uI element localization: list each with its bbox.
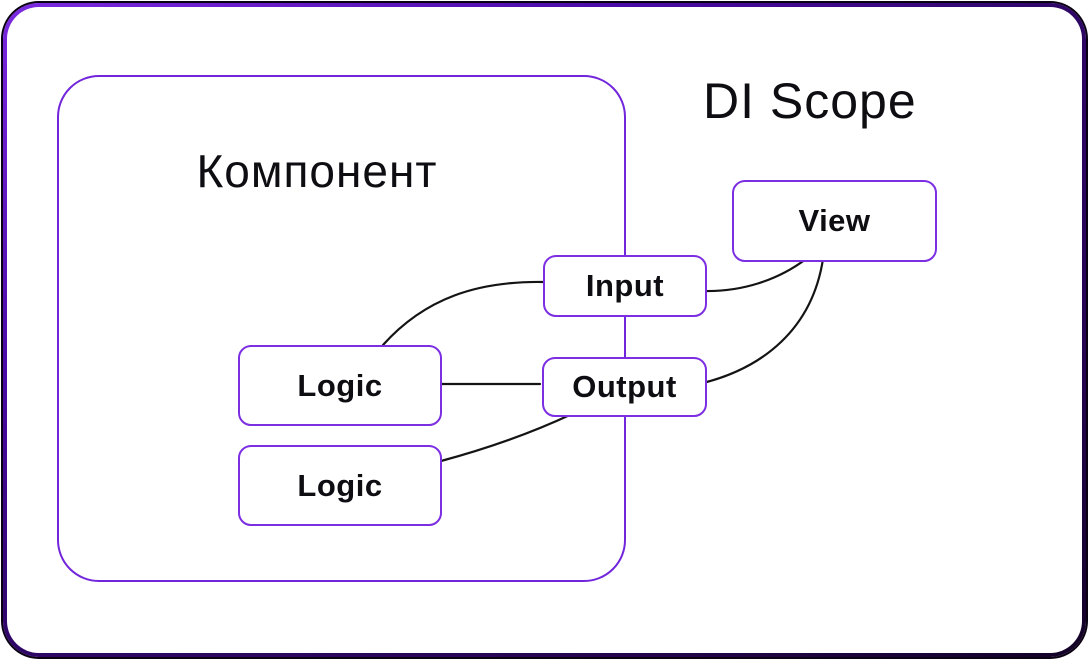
- node-logic-top-label: Logic: [297, 367, 383, 403]
- node-logic-bottom-label: Logic: [297, 467, 383, 503]
- outer-frame: [3, 3, 1086, 657]
- component-group-title: Компонент: [196, 145, 438, 197]
- edge-logic-top-to-input: [381, 280, 545, 347]
- edge-input-to-view: [701, 257, 808, 293]
- node-view-label: View: [798, 203, 871, 238]
- node-logic-top: Logic: [238, 345, 442, 426]
- edge-output-to-view: [701, 257, 825, 385]
- edge-logic-bottom-to-output: [439, 412, 574, 463]
- component-group-box: [57, 75, 626, 582]
- node-logic-bottom: Logic: [238, 445, 442, 526]
- node-output: Output: [542, 357, 707, 417]
- di-scope-title: DI Scope: [703, 73, 917, 129]
- node-output-label: Output: [572, 369, 677, 404]
- node-input-label: Input: [585, 268, 665, 303]
- node-input: Input: [543, 255, 707, 317]
- node-view: View: [732, 180, 937, 262]
